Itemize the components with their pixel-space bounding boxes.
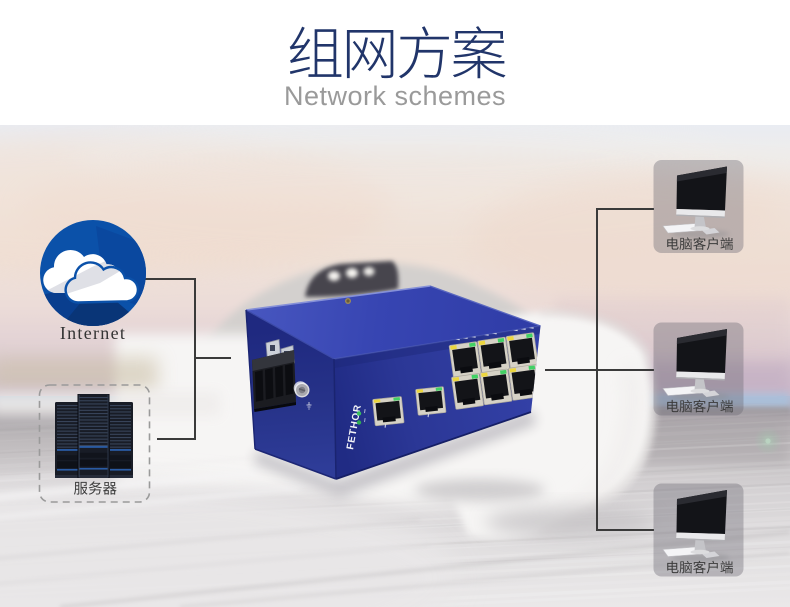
svg-text:Internet: Internet [60, 323, 126, 343]
